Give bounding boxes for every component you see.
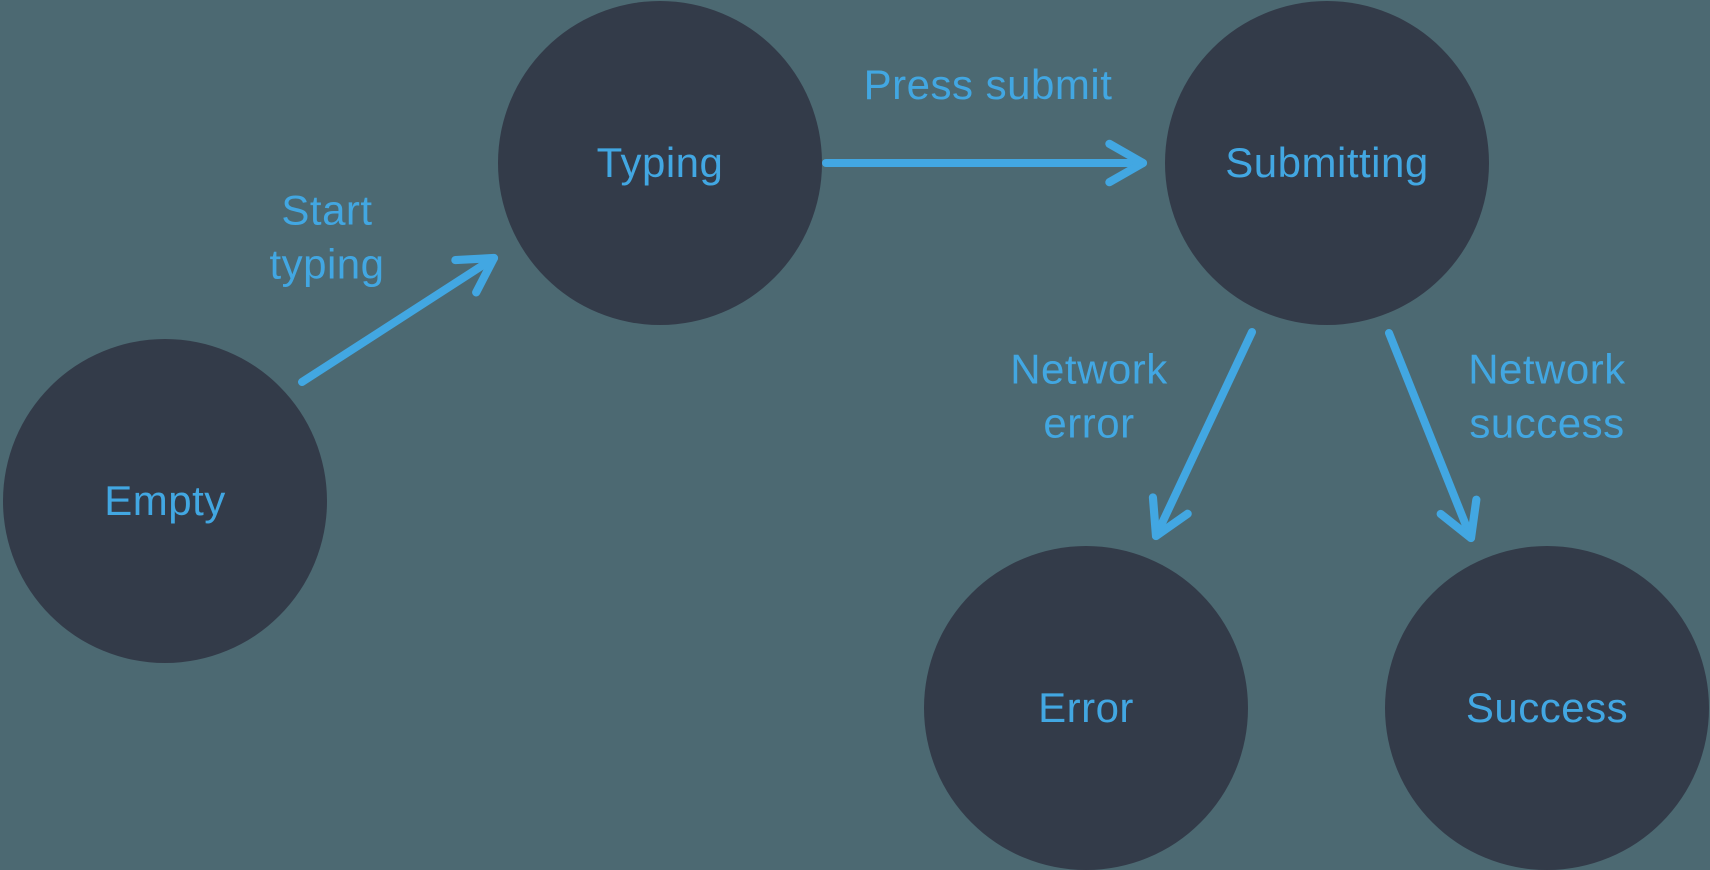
edge-label-press-submit: Press submit [863, 61, 1113, 109]
state-label-error: Error [1038, 684, 1134, 731]
state-node-success: Success [1385, 546, 1709, 870]
edge-label-start-typing: Start typing [269, 186, 385, 287]
state-node-typing: Typing [498, 1, 822, 325]
state-node-error: Error [924, 546, 1248, 870]
edge-label-network-success: Network success [1468, 345, 1626, 446]
state-node-submitting: Submitting [1165, 1, 1489, 325]
state-label-success: Success [1465, 684, 1629, 731]
state-label-empty: Empty [104, 477, 226, 524]
state-label-submitting: Submitting [1225, 139, 1429, 186]
edge-label-network-error: Network error [1010, 345, 1168, 446]
state-label-typing: Typing [596, 139, 724, 186]
state-node-empty: Empty [3, 339, 327, 663]
